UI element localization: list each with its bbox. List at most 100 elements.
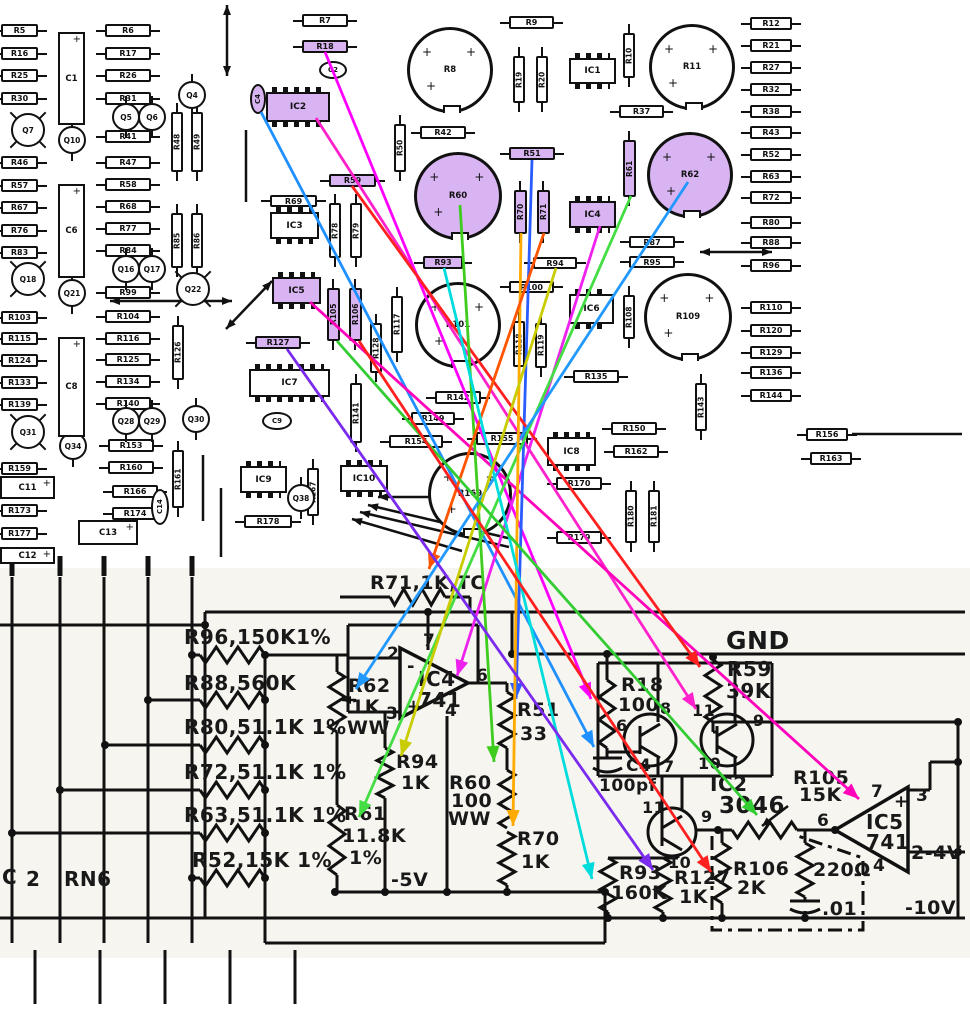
pcb-resistor-R141: R141 (350, 383, 362, 443)
pcb-trimpot-R60: R60+++ (414, 152, 502, 240)
pcb-resistor-R94: R94 (524, 257, 586, 269)
adjust-cross-mark: + (434, 333, 445, 348)
pcb-transistor-Q28: Q28 (112, 400, 140, 442)
pcb-ic-IC9: IC9 (240, 461, 287, 498)
pcb-resistor-R125: R125 (96, 353, 160, 366)
pcb-resistor-R19: R19 (513, 56, 525, 103)
pcb-resistor-R155: R155 (467, 432, 537, 445)
pcb-resistor-R135: R135 (564, 370, 628, 383)
pcb-resistor-R78: R78 (329, 203, 341, 258)
pcb-resistor-R156: R156 (797, 428, 857, 441)
pcb-resistor-R173: R173 (0, 504, 47, 517)
pcb-transistor-Q4: Q4 (178, 74, 206, 116)
pcb-capacitor-C11: C11+ (0, 476, 55, 499)
pcb-resistor-R70: R70 (514, 190, 527, 234)
pcb-transistor-Q10: Q10 (58, 119, 86, 161)
pcb-resistor-R58: R58 (96, 178, 160, 191)
pcb-resistor-R143: R143 (695, 383, 707, 431)
adjust-cross-mark: + (708, 42, 719, 56)
pcb-transistor-Q16: Q16 (112, 248, 140, 290)
adjust-cross-mark: + (426, 78, 437, 93)
pcb-trimpot-label: R11 (682, 62, 702, 72)
pcb-resistor-R12: R12 (741, 17, 801, 30)
pcb-resistor-R7: R7 (293, 14, 357, 27)
pcb-trimpot-R109: R109+++ (644, 273, 732, 361)
pcb-resistor-R117: R117 (391, 296, 403, 353)
pcb-resistor-R178: R178 (235, 515, 301, 528)
pcb-transistor-Q29: Q29 (138, 400, 166, 442)
pcb-ic-IC7: IC7 (249, 364, 330, 402)
pcb-resistor-R181: R181 (648, 490, 660, 543)
adjust-cross-mark: + (429, 170, 440, 185)
pcb-resistor-R85: R85 (171, 213, 183, 268)
pcb-resistor-R9: R9 (500, 16, 563, 29)
pcb-capacitor-C4: C4 (250, 84, 266, 114)
pcb-resistor-R41: R41 (96, 130, 160, 143)
pcb-resistor-R17: R17 (96, 47, 160, 60)
adjust-cross-mark: + (704, 291, 715, 306)
pcb-resistor-R61: R61 (623, 140, 636, 197)
pcb-transistor-Q5: Q5 (112, 96, 140, 138)
pcb-resistor-R119: R119 (535, 323, 547, 368)
adjust-cross-mark: + (442, 469, 453, 484)
pcb-trimpot-label: R109 (675, 312, 701, 322)
pcb-ic-IC2: IC2 (266, 87, 330, 127)
pcb-resistor-R110: R110 (741, 301, 801, 314)
pcb-resistor-R103: R103 (0, 311, 47, 324)
pcb-resistor-R99: R99 (96, 286, 160, 299)
pcb-resistor-R159: R159 (0, 462, 47, 475)
pcb-resistor-R106: R106 (349, 288, 362, 341)
pcb-resistor-R10: R10 (623, 33, 635, 78)
pcb-resistor-R142: R142 (426, 391, 490, 404)
pcb-resistor-R50: R50 (394, 124, 406, 172)
pcb-resistor-R88: R88 (741, 236, 801, 249)
pcb-trimpot-label: R169 (457, 489, 483, 499)
pcb-capacitor-C8: C8+ (58, 337, 85, 437)
pcb-resistor-R144: R144 (741, 389, 801, 402)
pcb-resistor-R118: R118 (513, 321, 525, 367)
pcb-trimpot-label: R62 (680, 170, 700, 180)
pcb-capacitor-C1: C1+ (58, 32, 85, 125)
pcb-resistor-R153: R153 (99, 439, 163, 452)
pcb-trimpot-R8: R8+++ (407, 27, 493, 113)
adjust-cross-mark: + (466, 45, 477, 59)
pcb-resistor-R154: R154 (380, 435, 452, 448)
pcb-resistor-R127: R127 (246, 336, 310, 349)
adjust-cross-mark: + (659, 291, 670, 306)
pcb-resistor-R126: R126 (172, 325, 184, 380)
pcb-transistor-body: Q31 (11, 415, 45, 449)
polarity-mark: + (72, 186, 81, 197)
pcb-transistor-Q7: Q7 (9, 111, 47, 149)
adjust-cross-mark: + (666, 183, 677, 198)
pcb-resistor-R95: R95 (620, 256, 684, 268)
adjust-cross-mark: + (662, 150, 673, 164)
pcb-resistor-R68: R68 (96, 200, 160, 213)
pcb-resistor-R25: R25 (0, 69, 47, 82)
pcb-resistor-R133: R133 (0, 376, 47, 389)
adjust-cross-mark: + (664, 42, 675, 56)
polarity-mark: + (125, 522, 134, 533)
pcb-transistor-Q6: Q6 (138, 96, 166, 138)
pcb-transistor-Q22: Q22 (174, 270, 212, 308)
polarity-mark: + (72, 339, 81, 350)
pcb-resistor-R26: R26 (96, 69, 160, 82)
pcb-resistor-R69: R69 (261, 195, 326, 207)
adjust-cross-mark: + (430, 300, 441, 314)
pcb-trimpot-R62: R62+++ (647, 132, 733, 218)
pcb-transistor-Q31: Q31 (9, 413, 47, 451)
pcb-resistor-R43: R43 (741, 126, 801, 139)
adjust-cross-mark: + (485, 469, 496, 484)
pcb-resistor-R63: R63 (741, 170, 801, 183)
pcb-resistor-R27: R27 (741, 61, 801, 74)
pcb-resistor-R30: R30 (0, 92, 47, 105)
pcb-resistor-R52: R52 (741, 148, 801, 161)
pcb-resistor-R42: R42 (411, 126, 475, 139)
pcb-resistor-R105: R105 (327, 288, 340, 341)
pcb-ic-IC5: IC5 (272, 272, 321, 309)
pcb-resistor-R83: R83 (0, 246, 47, 259)
pcb-resistor-R20: R20 (536, 56, 548, 103)
adjust-cross-mark: + (706, 150, 717, 164)
pcb-resistor-R31: R31 (96, 92, 160, 105)
pcb-resistor-R104: R104 (96, 310, 160, 323)
